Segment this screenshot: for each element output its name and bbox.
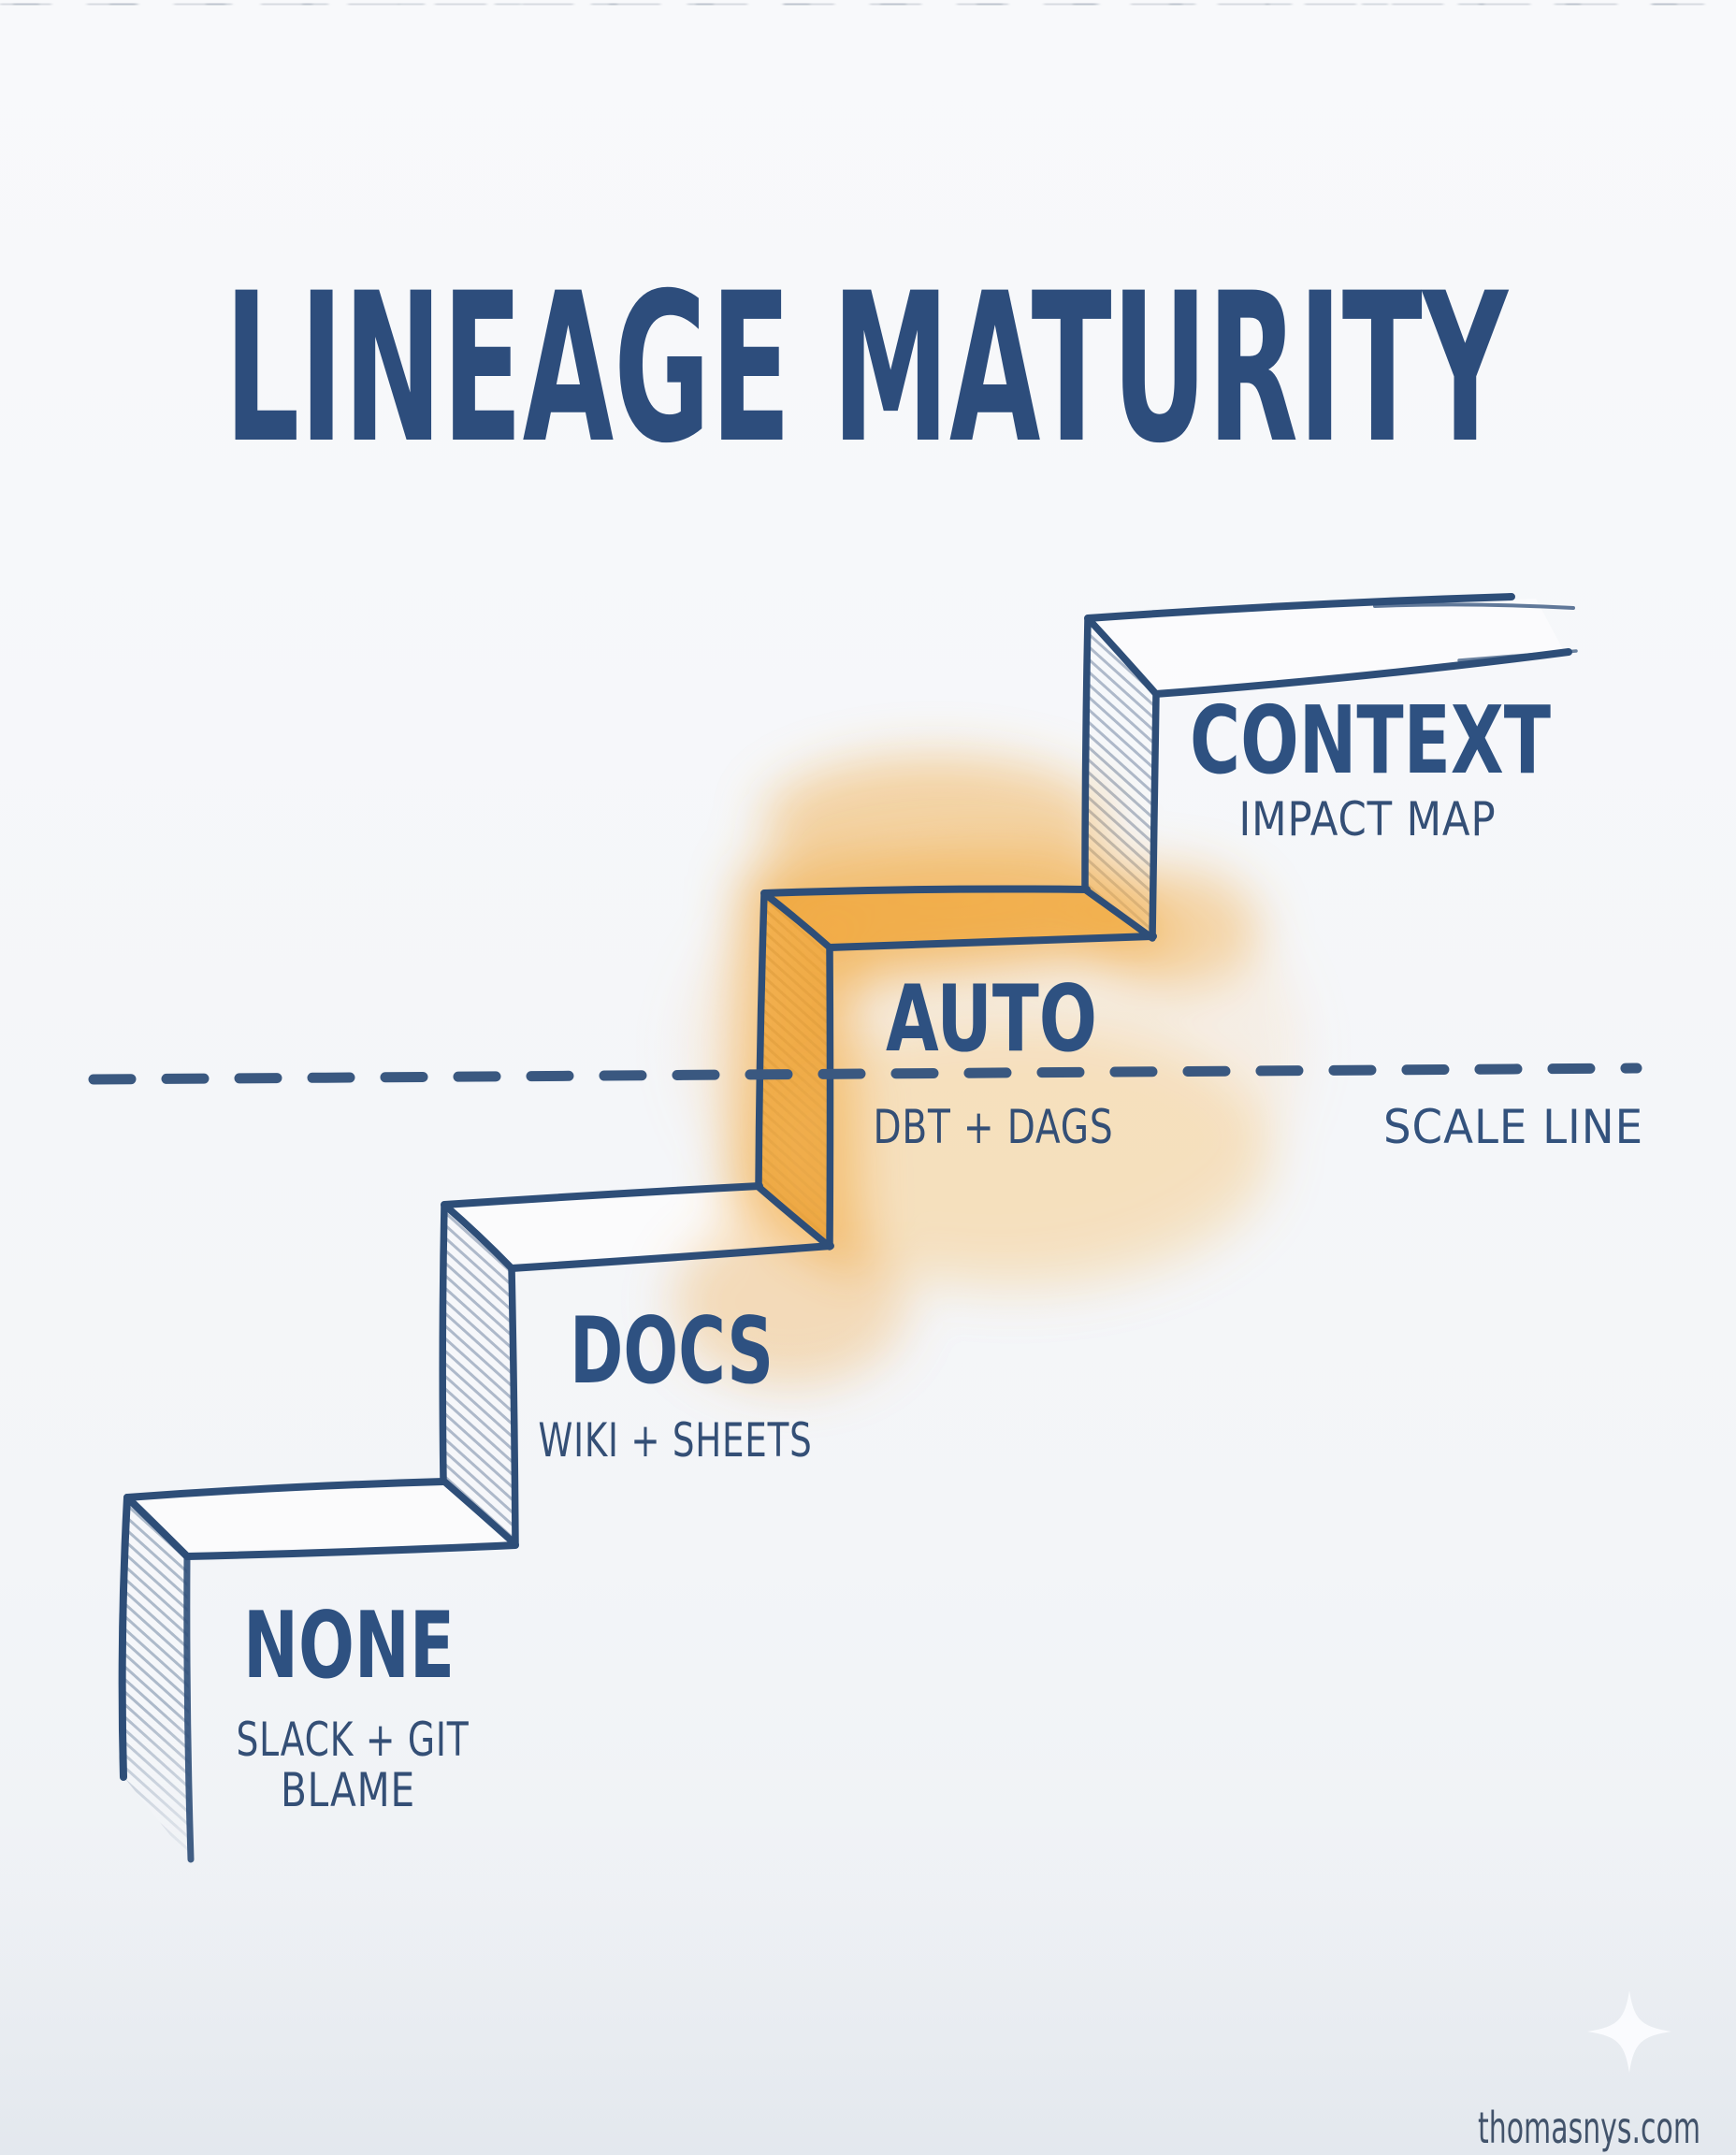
step-docs-hatch bbox=[443, 1205, 515, 1544]
step-docs-caption: WIKI + SHEETS bbox=[539, 1413, 813, 1468]
step-context-back-edge bbox=[1084, 593, 1515, 622]
step-none-caption-line2: BLAME bbox=[281, 1763, 415, 1817]
step-context-label: CONTEXT bbox=[1190, 686, 1551, 795]
step-context-tread bbox=[1088, 599, 1566, 694]
step-docs-riser-face bbox=[443, 1205, 515, 1544]
step-none-left-edge bbox=[118, 1494, 131, 1781]
step-none-right-edge bbox=[183, 1553, 195, 1863]
step-outlines bbox=[118, 593, 1578, 1863]
step-none-caption-line1: SLACK + GIT bbox=[237, 1713, 470, 1767]
scale-line bbox=[88, 1063, 1642, 1085]
watermark: thomasnys.com bbox=[1478, 2103, 1700, 2153]
step-auto-front-edge bbox=[826, 933, 1157, 951]
bottom-shade bbox=[0, 1824, 1736, 2155]
step-auto-back-edge bbox=[760, 885, 1091, 897]
step-context-front-edge-flick bbox=[1457, 649, 1578, 662]
step-none-tread bbox=[127, 1482, 515, 1556]
step-none-back-edge bbox=[123, 1478, 447, 1501]
step-context-riser-outline bbox=[1081, 615, 1160, 942]
step-auto-label: AUTO bbox=[886, 966, 1097, 1073]
step-context-back-edge-flick bbox=[1373, 602, 1575, 610]
step-none-label: NONE bbox=[243, 1593, 455, 1699]
step-docs-label: DOCS bbox=[570, 1298, 774, 1405]
step-docs-back-edge bbox=[441, 1182, 763, 1208]
step-none-corner bbox=[123, 1494, 191, 1560]
staircase bbox=[118, 593, 1578, 1863]
step-docs-front-edge bbox=[508, 1242, 834, 1272]
scale-line-label: SCALE LINE bbox=[1383, 1100, 1643, 1154]
step-none-side-face bbox=[123, 1497, 191, 1861]
step-none-front-edge bbox=[183, 1541, 519, 1560]
step-context-front-edge bbox=[1152, 648, 1572, 698]
step-context-caption: IMPACT MAP bbox=[1239, 792, 1497, 846]
sparkle-icon bbox=[1587, 1990, 1671, 2073]
page-title: LINEAGE MATURITY bbox=[224, 249, 1510, 488]
labels: LINEAGE MATURITY CONTEXT IMPACT MAP AUTO… bbox=[224, 249, 1643, 1817]
step-none-hatch bbox=[123, 1497, 191, 1861]
top-edge-artifact bbox=[0, 0, 1736, 9]
step-auto-caption: DBT + DAGS bbox=[874, 1100, 1114, 1154]
